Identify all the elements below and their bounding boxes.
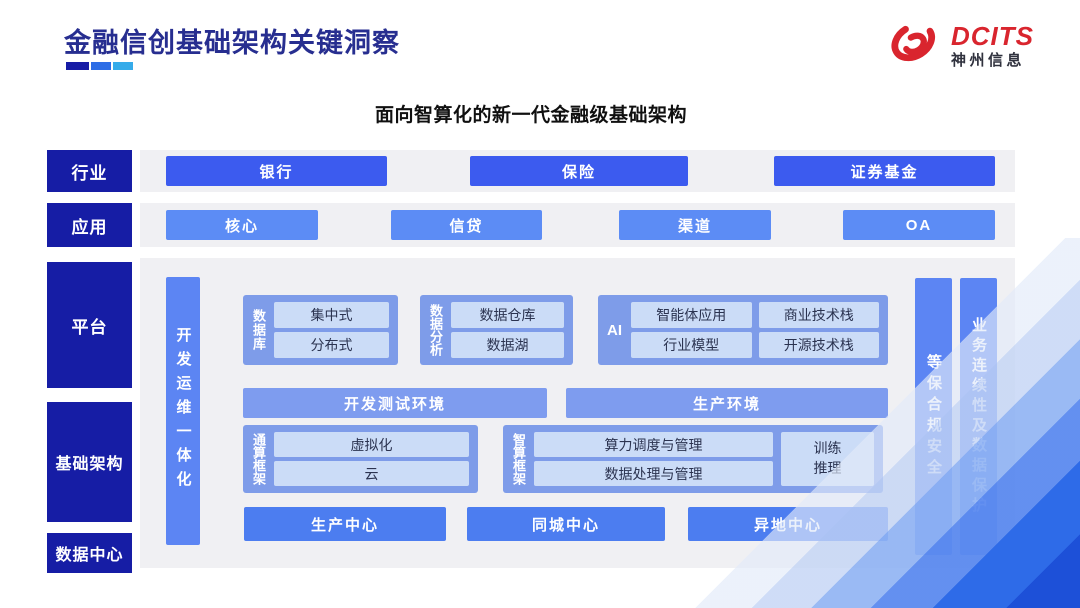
devops-bar-label: 开发运维一体化 (174, 327, 192, 495)
ai-items: 智能体应用 商业技术栈 行业模型 开源技术栈 (631, 302, 879, 358)
ai-item-opensource-stack: 开源技术栈 (758, 332, 879, 358)
data-analysis-section-label: 数据分析 (428, 304, 443, 356)
industry-item-securities: 证券基金 (774, 156, 995, 186)
general-compute-items: 虚拟化 云 (274, 432, 469, 486)
database-items: 集中式 分布式 (274, 302, 389, 358)
industry-item-insurance: 保险 (470, 156, 688, 186)
database-section-label: 数据库 (251, 309, 266, 351)
application-item-credit: 信贷 (391, 210, 542, 240)
center-production: 生产中心 (244, 507, 446, 541)
general-compute-item-virtualization: 虚拟化 (274, 432, 469, 457)
data-analysis-item-lake: 数据湖 (451, 332, 564, 358)
rail-label-application: 应用 (47, 203, 132, 247)
intelligent-compute-items: 算力调度与管理 数据处理与管理 训练推理 (534, 432, 874, 486)
underline-segment-mid (91, 62, 111, 70)
rail-label-datacenter: 数据中心 (47, 533, 132, 573)
database-item-distributed: 分布式 (274, 332, 389, 358)
intelligent-compute-item-scheduling: 算力调度与管理 (534, 432, 773, 457)
underline-segment-dark (66, 62, 89, 70)
data-analysis-item-warehouse: 数据仓库 (451, 302, 564, 328)
industry-item-bank: 银行 (166, 156, 387, 186)
intelligent-compute-item-training-inference: 训练推理 (781, 432, 874, 486)
logo-brand: DCITS (951, 21, 1034, 52)
business-continuity-bar: 业务连续性及数据保护 (960, 278, 997, 555)
page-title: 金融信创基础架构关键洞察 (64, 28, 400, 58)
rail-label-platform: 平台 (47, 262, 132, 388)
business-continuity-label: 业务连续性及数据保护 (970, 316, 987, 517)
rail-label-industry: 行业 (47, 150, 132, 192)
security-compliance-label: 等保合规安全 (925, 353, 942, 480)
ai-item-industry-model: 行业模型 (631, 332, 752, 358)
industry-row: 银行 保险 证券基金 (140, 150, 1015, 192)
logo-company: 神州信息 (951, 51, 1026, 69)
general-compute-section: 通算框架 虚拟化 云 (243, 425, 478, 493)
production-env-bar: 生产环境 (566, 388, 888, 418)
intelligent-compute-section: 智算框架 算力调度与管理 数据处理与管理 训练推理 (503, 425, 883, 493)
intelligent-compute-item-dataprocessing: 数据处理与管理 (534, 461, 773, 486)
center-samecity: 同城中心 (467, 507, 665, 541)
application-row: 核心 信贷 渠道 OA (140, 203, 1015, 247)
database-section: 数据库 集中式 分布式 (243, 295, 398, 365)
ai-item-commercial-stack: 商业技术栈 (758, 302, 879, 328)
dcits-logo: DCITS 神州信息 (888, 18, 1034, 74)
intelligent-compute-section-label: 智算框架 (511, 433, 526, 485)
general-compute-item-cloud: 云 (274, 461, 469, 486)
data-analysis-section: 数据分析 数据仓库 数据湖 (420, 295, 573, 365)
underline-segment-light (113, 62, 133, 70)
general-compute-section-label: 通算框架 (251, 433, 266, 485)
ai-section-label: AI (607, 321, 622, 339)
center-remote: 异地中心 (688, 507, 888, 541)
dev-test-env-bar: 开发测试环境 (243, 388, 547, 418)
intelligent-compute-col: 算力调度与管理 数据处理与管理 (534, 432, 773, 486)
security-compliance-bar: 等保合规安全 (915, 278, 952, 555)
database-item-centralized: 集中式 (274, 302, 389, 328)
rail-label-infrastructure: 基础架构 (47, 402, 132, 522)
ai-item-agent-app: 智能体应用 (631, 302, 752, 328)
application-item-channel: 渠道 (619, 210, 771, 240)
application-item-oa: OA (843, 210, 995, 240)
application-item-core: 核心 (166, 210, 318, 240)
diagram-title: 面向智算化的新一代金融级基础架构 (374, 105, 687, 126)
ai-section: AI 智能体应用 商业技术栈 行业模型 开源技术栈 (598, 295, 888, 365)
dcits-swirl-icon (888, 18, 944, 74)
devops-bar: 开发运维一体化 (166, 277, 200, 545)
logo-text: DCITS 神州信息 (951, 23, 1034, 68)
data-analysis-items: 数据仓库 数据湖 (451, 302, 564, 358)
title-underline (66, 62, 133, 70)
platform-panel: 开发运维一体化 数据库 集中式 分布式 数据分析 数据仓库 数据湖 AI 智能体… (140, 258, 1015, 568)
